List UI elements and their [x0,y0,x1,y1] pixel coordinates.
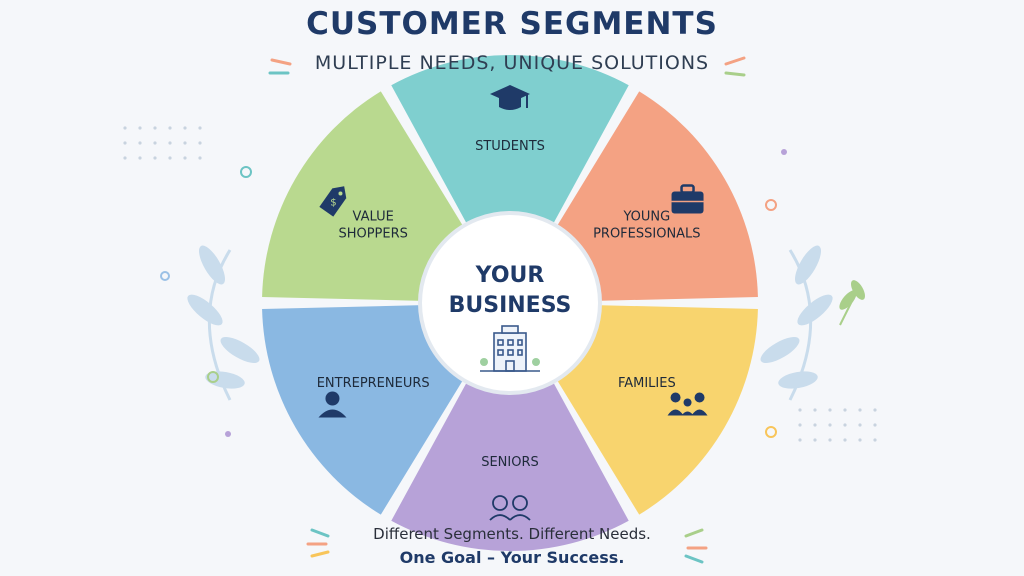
center-line-1: YOUR [475,263,545,288]
segment-seniors [391,303,629,552]
segment-label: PROFESSIONALS [593,227,700,242]
segment-label: STUDENTS [475,139,545,154]
page-title: CUSTOMER SEGMENTS [306,6,718,42]
segment-label: SENIORS [481,455,539,470]
segment-label: YOUNG [622,210,670,225]
segment-label: FAMILIES [618,376,676,391]
segment-students [391,55,629,303]
segment-label: ENTREPRENEURS [317,376,430,391]
person-icon [318,391,347,418]
svg-text:$: $ [330,198,336,209]
center-hub: YOUR BUSINESS [418,211,602,395]
graduation-cap-icon [490,85,530,110]
family-icon [667,392,708,416]
segment-label: VALUE [353,210,394,225]
building-icon [480,325,540,372]
segment-label: SHOPPERS [338,227,407,242]
price-tag-icon: $ [319,186,347,217]
footer-tagline: Different Segments. Different Needs. [373,525,651,543]
center-line-2: BUSINESS [449,293,572,318]
seniors-icon [489,495,531,521]
page-subtitle: MULTIPLE NEEDS, UNIQUE SOLUTIONS [314,52,710,74]
decorative-background [123,56,877,564]
briefcase-icon [671,184,704,214]
footer-goal: One Goal – Your Success. [399,548,625,567]
